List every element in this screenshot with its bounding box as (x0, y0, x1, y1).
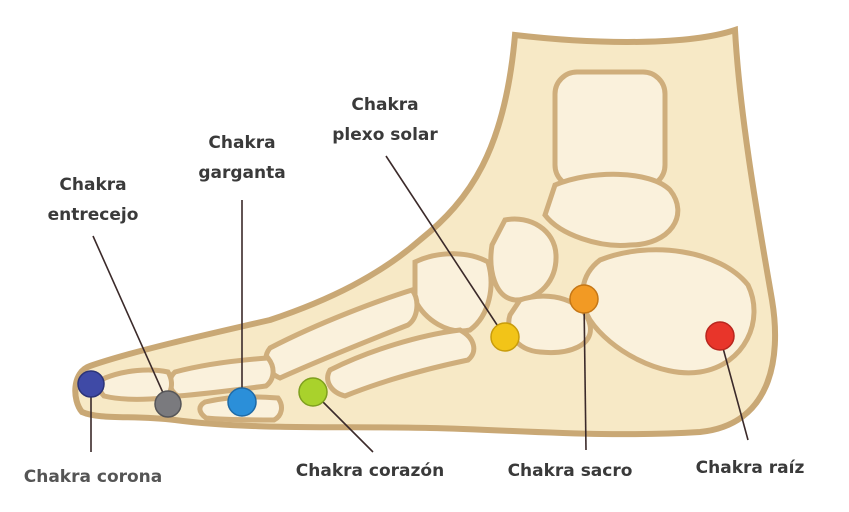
chakra-corona-dot (77, 370, 105, 398)
leader-line-entrecejo (92, 235, 169, 405)
talus-bone (542, 171, 681, 248)
navicular-bone (488, 216, 559, 303)
label-garganta-line-2: garganta (198, 163, 286, 183)
label-plexo-line-2: plexo solar (332, 125, 438, 145)
label-corona: Chakra corona (23, 467, 163, 487)
leader-line-raiz (719, 336, 749, 441)
label-plexo-line-1: Chakra (351, 95, 419, 115)
label-garganta-line-1: Chakra (208, 133, 276, 153)
cuneiform-bone (412, 251, 494, 334)
label-entrecejo-line-2: entrecejo (47, 205, 139, 225)
chakra-plexo-dot (490, 322, 520, 352)
chakra-raiz-dot (705, 321, 735, 351)
leader-line-sacro (583, 299, 587, 451)
label-raiz: Chakra raíz (695, 458, 805, 478)
chakra-entrecejo-dot (154, 390, 182, 418)
metatarsal-bone (325, 327, 477, 399)
leader-line-plexo (385, 155, 506, 338)
label-corazon: Chakra corazón (295, 461, 445, 481)
tibia-bone (552, 69, 668, 190)
chakra-sacro-dot (569, 284, 599, 314)
label-plexo-solar: Chakra plexo solar (325, 90, 445, 150)
label-entrecejo: Chakra entrecejo (38, 170, 148, 230)
label-sacro: Chakra sacro (507, 461, 633, 481)
metatarsal-bone (263, 287, 420, 381)
leader-lines (90, 155, 749, 453)
label-entrecejo-line-1: Chakra (59, 175, 127, 195)
chakra-corazon-dot (298, 377, 328, 407)
chakra-garganta-dot (227, 387, 257, 417)
label-garganta: Chakra garganta (192, 128, 292, 188)
